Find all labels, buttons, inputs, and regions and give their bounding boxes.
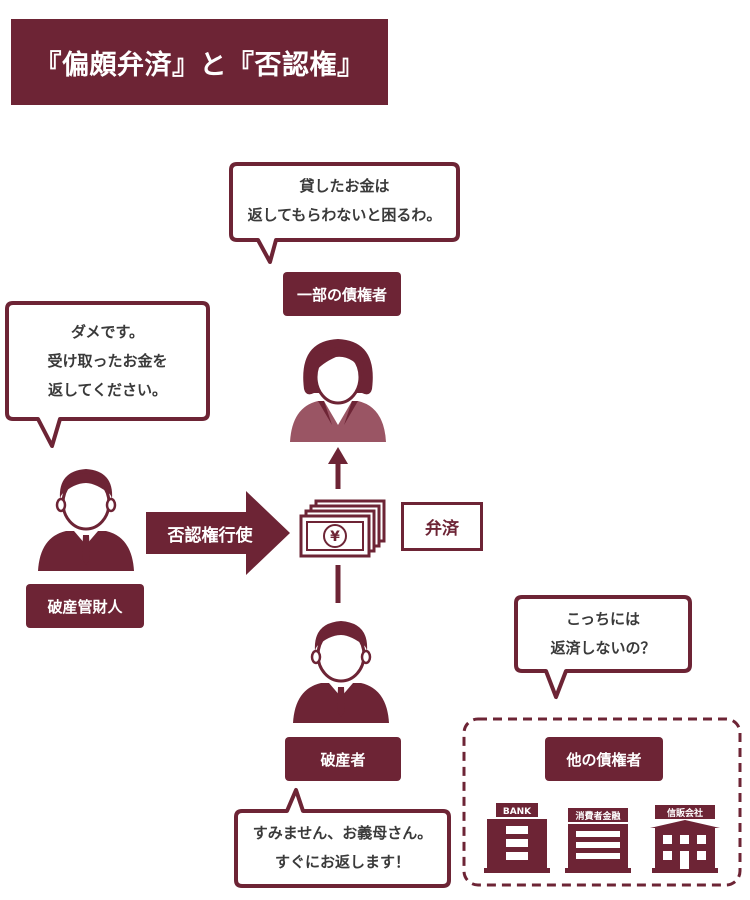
bankrupt-man-icon <box>291 619 391 725</box>
creditor-speech-line: 返してもらわないと困るわ。 <box>247 206 442 224</box>
bankrupt-speech-line: すぐにお返します！ <box>274 853 410 871</box>
consumer-finance-sign-text: 消費者金融 <box>575 810 620 822</box>
trustee-label: 破産管財人 <box>26 584 144 628</box>
bankrupt-speech: すみません、お義母さん。 すぐにお返します！ <box>236 819 449 877</box>
bankrupt-speech-line: すみません、お義母さん。 <box>252 824 433 842</box>
trustee-speech: ダメです。 受け取ったお金を 返してください。 <box>7 318 208 405</box>
consumer-finance-building-icon: 消費者金融 <box>565 808 631 873</box>
other-creditors-speech-line: こっちには <box>566 610 640 628</box>
trustee-speech-bubble <box>5 301 210 448</box>
creditor-label: 一部の債権者 <box>283 272 401 316</box>
payment-arrow-up-icon <box>328 447 348 489</box>
other-creditors-speech-bubble <box>514 595 692 699</box>
trustee-speech-line: ダメです。 <box>70 323 145 341</box>
trustee-speech-line: 受け取ったお金を <box>47 352 168 370</box>
payment-label: 弁済 <box>401 502 483 551</box>
trustee-speech-line: 返してください。 <box>47 381 168 399</box>
creditor-speech-bubble <box>229 162 460 264</box>
credit-company-building-icon: 信販会社 <box>650 805 720 873</box>
clawback-arrow <box>146 491 290 575</box>
bankrupt-speech-bubble <box>234 788 451 888</box>
clawback-arrow-label: 否認権行使 <box>167 525 253 546</box>
creditor-speech-line: 貸したお金は <box>299 177 390 195</box>
money-stack-icon: ¥ <box>299 499 386 558</box>
other-creditors-speech: こっちには 返済しないの？ <box>516 605 690 663</box>
diagram-title: 『偏頗弁済』と『否認権』 <box>11 19 388 105</box>
bankrupt-label: 破産者 <box>285 737 401 781</box>
bank-building-icon: BANK <box>484 803 550 873</box>
other-creditors-frame <box>462 717 742 887</box>
creditor-speech: 貸したお金は 返してもらわないと困るわ。 <box>231 172 458 230</box>
other-creditors-label: 他の債権者 <box>545 737 663 781</box>
credit-company-sign-text: 信販会社 <box>667 807 703 819</box>
creditor-woman-icon <box>290 339 386 442</box>
other-creditors-speech-line: 返済しないの？ <box>550 639 656 657</box>
trustee-man-icon <box>36 467 136 573</box>
bank-sign-text: BANK <box>503 807 532 817</box>
currency-symbol: ¥ <box>330 529 340 545</box>
